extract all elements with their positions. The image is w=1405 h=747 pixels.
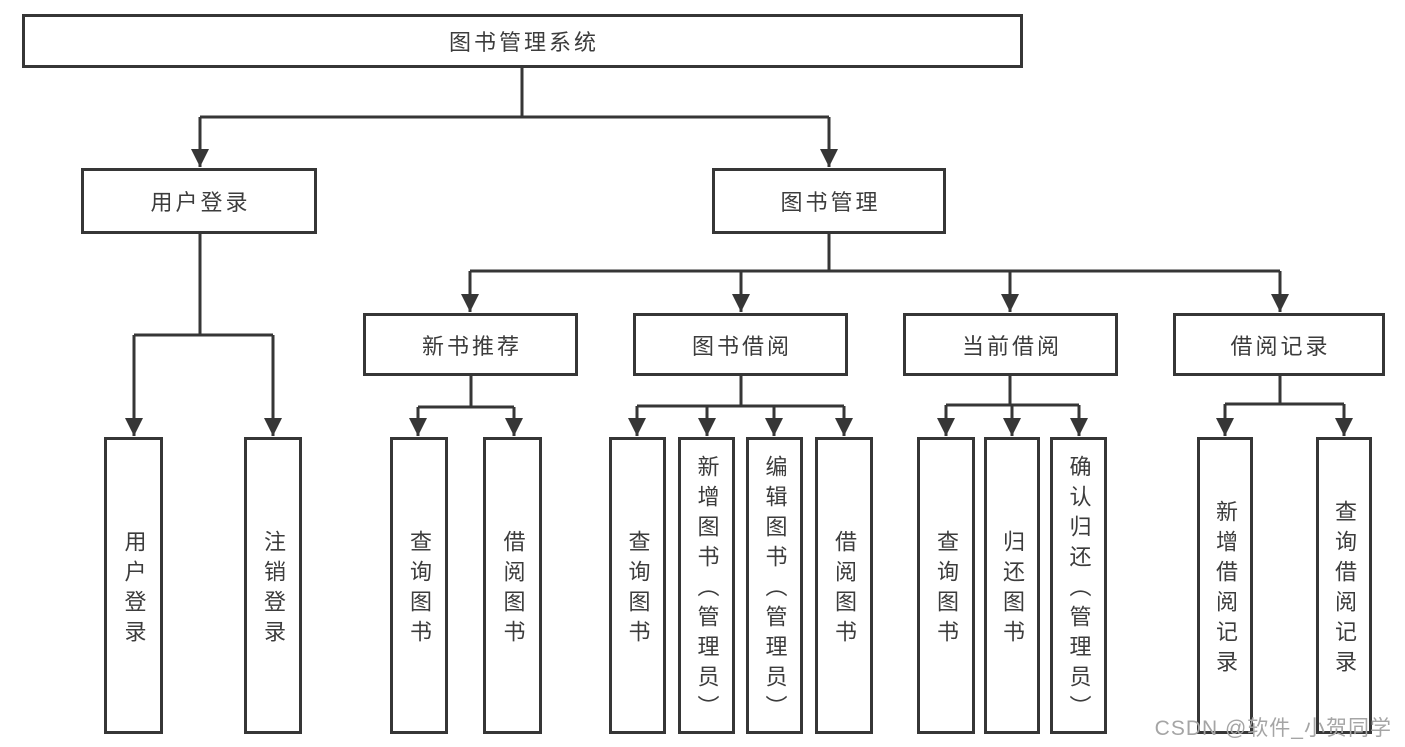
leaf-label: 查询图书	[407, 529, 432, 650]
node-root-label: 图书管理系统	[448, 30, 599, 55]
leaf-label: 查询图书	[934, 529, 959, 650]
leaf-add-borrow-record: 新增借阅记录	[1197, 437, 1253, 734]
leaf-query-book-current: 查询图书	[917, 437, 975, 734]
node-current-borrow: 当前借阅	[903, 313, 1118, 376]
leaf-user-login: 用户登录	[104, 437, 163, 734]
node-user-login-branch: 用户登录	[81, 168, 317, 234]
leaf-label: 用户登录	[121, 529, 147, 650]
leaf-label: 注销登录	[261, 529, 286, 650]
leaf-query-book-recommend: 查询图书	[390, 437, 448, 734]
node-book-management: 图书管理	[712, 168, 946, 234]
leaf-label: 新增图书（管理员）	[694, 454, 720, 725]
leaf-borrow-book: 借阅图书	[815, 437, 873, 734]
node-label: 图书管理	[780, 190, 881, 215]
leaf-query-borrow-record: 查询借阅记录	[1316, 437, 1372, 734]
leaf-label: 归还图书	[1000, 529, 1025, 650]
csdn-watermark: CSDN @软件_小贺同学	[1154, 717, 1392, 740]
leaf-edit-book-admin: 编辑图书（管理员）	[746, 437, 803, 734]
node-label: 借阅记录	[1230, 333, 1331, 359]
leaf-label: 借阅图书	[500, 529, 526, 650]
leaf-query-book-borrow: 查询图书	[609, 437, 666, 734]
leaf-confirm-return-admin: 确认归还（管理员）	[1050, 437, 1107, 734]
leaf-label: 确认归还（管理员）	[1066, 454, 1092, 725]
leaf-return-book: 归还图书	[984, 437, 1040, 734]
node-label: 用户登录	[150, 190, 251, 215]
node-label: 图书借阅	[691, 333, 792, 359]
leaf-logout: 注销登录	[244, 437, 302, 734]
leaf-label: 查询借阅记录	[1332, 499, 1357, 680]
node-book-borrow: 图书借阅	[633, 313, 848, 376]
leaf-label: 新增借阅记录	[1213, 499, 1238, 680]
leaf-label: 借阅图书	[832, 529, 857, 650]
node-borrow-records: 借阅记录	[1173, 313, 1385, 376]
leaf-label: 编辑图书（管理员）	[762, 454, 788, 725]
node-label: 当前借阅	[961, 333, 1062, 359]
leaf-borrow-book-recommend: 借阅图书	[483, 437, 542, 734]
node-new-book-recommend: 新书推荐	[363, 313, 578, 376]
leaf-add-book-admin: 新增图书（管理员）	[678, 437, 735, 734]
leaf-label: 查询图书	[625, 529, 651, 650]
node-label: 新书推荐	[421, 333, 522, 359]
node-root: 图书管理系统	[22, 14, 1023, 68]
